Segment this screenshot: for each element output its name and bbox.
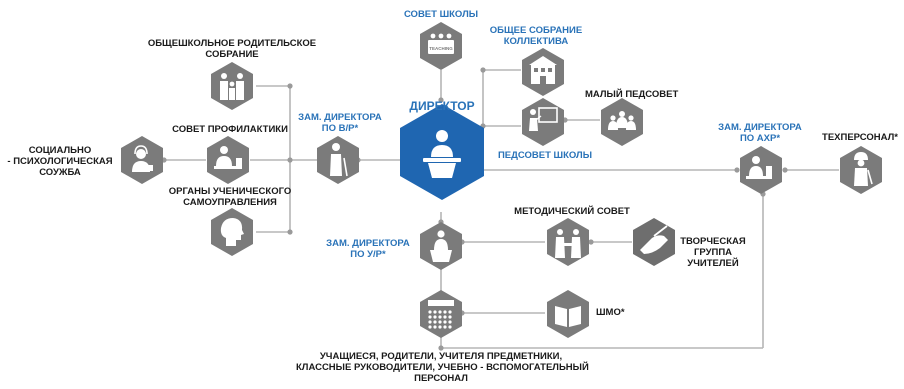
node-creative-group [633, 218, 675, 266]
node-deputy-ahr [740, 146, 782, 194]
creative-group-label-line3: УЧИТЕЛЕЙ [687, 258, 739, 269]
deputy-vr-label-line2: ПО В/Р* [321, 123, 359, 134]
headset-operator-icon [132, 145, 153, 172]
person-at-desk-icon [214, 146, 242, 169]
prevention-council-label: СОВЕТ ПРОФИЛАКТИКИ [172, 124, 288, 135]
social-service-label: СОЦИАЛЬНО - ПСИХОЛОГИЧЕСКАЯ СОУЖБА [2, 145, 118, 178]
social-service-label-line3: СОУЖБА [39, 167, 81, 178]
director-at-desk-icon [423, 130, 461, 178]
deputy-ur-label: ЗАМ. ДИРЕКТОРА ПО У/Р* [318, 238, 418, 260]
parent-meeting-label: ОБЩЕШКОЛЬНОЕ РОДИТЕЛЬСКОЕ СОБРАНИЕ [140, 38, 324, 60]
tech-staff-label: ТЕХПЕРСОНАЛ* [822, 132, 898, 143]
node-participants [420, 290, 462, 338]
deputy-ahr-label-line2: ПО АХР* [739, 133, 781, 144]
general-meeting-label-line2: КОЛЛЕКТИВА [503, 36, 569, 47]
creative-group-label: ТВОРЧЕСКАЯ ГРУППА УЧИТЕЛЕЙ [670, 236, 756, 269]
node-parent-meeting [211, 62, 253, 110]
node-deputy-vr [317, 136, 359, 184]
deputy-ur-label-line1: ЗАМ. ДИРЕКТОРА [326, 238, 410, 249]
parent-meeting-label-line1: ОБЩЕШКОЛЬНОЕ РОДИТЕЛЬСКОЕ [147, 38, 317, 49]
deputy-ahr-label: ЗАМ. ДИРЕКТОРА ПО АХР* [710, 122, 810, 144]
node-student-government [211, 208, 253, 256]
node-method-council [547, 218, 589, 266]
group-meeting-icon [608, 111, 636, 130]
office-worker-icon [746, 156, 772, 179]
teaching-icon-text: TEACHING [429, 46, 453, 51]
node-deputy-ur [420, 222, 462, 270]
director-label: ДИРЕКТОР [409, 99, 475, 113]
node-social-service [121, 136, 163, 184]
shmo-label: ШМО* [596, 307, 625, 318]
teaching-board-icon: TEACHING [428, 33, 454, 54]
method-council-label: МЕТОДИЧЕСКИЙ СОВЕТ [514, 206, 630, 217]
writing-hand-icon [640, 225, 668, 254]
elder-person-icon [330, 143, 348, 177]
person-head-icon [220, 218, 244, 246]
audience-icon [428, 300, 454, 329]
student-government-label-line2: САМОУПРАВЛЕНИЯ [183, 197, 277, 208]
school-building-icon [529, 56, 557, 84]
school-council-label: СОВЕТ ШКОЛЫ [403, 9, 479, 20]
node-pedsovet [522, 98, 564, 146]
connector-lines [164, 69, 839, 349]
general-meeting-label-line1: ОБЩЕЕ СОБРАНИЕ [489, 25, 583, 36]
participants-label-line2: КЛАССНЫЕ РУКОВОДИТЕЛИ, УЧЕБНО - ВСПОМОГА… [296, 362, 589, 373]
worker-helmet-icon [854, 152, 873, 186]
handshake-icon [555, 229, 581, 258]
participants-label: УЧАЩИЕСЯ, РОДИТЕЛИ, УЧИТЕЛЯ ПРЕДМЕТНИКИ,… [296, 351, 589, 384]
student-government-label-line1: ОРГАНЫ УЧЕНИЧЕСКОГО [168, 186, 292, 197]
node-prevention-council [207, 136, 249, 184]
social-service-label-line1: СОЦИАЛЬНО [28, 145, 92, 156]
small-pedsovet-label: МАЛЫЙ ПЕДСОВЕТ [585, 89, 679, 100]
deputy-ur-label-line2: ПО У/Р* [350, 249, 386, 260]
node-school-council: TEACHING [420, 22, 462, 70]
pedsovet-label: ПЕДСОВЕТ ШКОЛЫ [497, 150, 593, 161]
participants-label-line1: УЧАЩИЕСЯ, РОДИТЕЛИ, УЧИТЕЛЯ ПРЕДМЕТНИКИ, [319, 351, 563, 362]
lecturer-icon [430, 230, 452, 262]
deputy-vr-label: ЗАМ. ДИРЕКТОРА ПО В/Р* [288, 112, 392, 134]
node-shmo [547, 290, 589, 338]
deputy-ahr-label-line1: ЗАМ. ДИРЕКТОРА [718, 122, 802, 133]
general-meeting-label: ОБЩЕЕ СОБРАНИЕ КОЛЛЕКТИВА [482, 25, 590, 47]
teacher-blackboard-icon [529, 107, 558, 131]
participants-label-line3: ПЕРСОНАЛ [414, 373, 468, 384]
creative-group-label-line2: ГРУППА [693, 247, 733, 258]
node-small-pedsovet [601, 98, 643, 146]
deputy-vr-label-line1: ЗАМ. ДИРЕКТОРА [298, 112, 382, 123]
creative-group-label-line1: ТВОРЧЕСКАЯ [680, 236, 746, 247]
parent-meeting-label-line2: СОБРАНИЕ [205, 49, 259, 60]
student-government-label: ОРГАНЫ УЧЕНИЧЕСКОГО САМОУПРАВЛЕНИЯ [165, 186, 295, 208]
node-director [400, 104, 484, 200]
family-icon [220, 73, 244, 100]
social-service-label-line2: - ПСИХОЛОГИЧЕСКАЯ [7, 156, 113, 167]
node-general-meeting [522, 48, 564, 96]
node-tech-staff [840, 146, 882, 194]
open-book-icon [555, 306, 581, 327]
